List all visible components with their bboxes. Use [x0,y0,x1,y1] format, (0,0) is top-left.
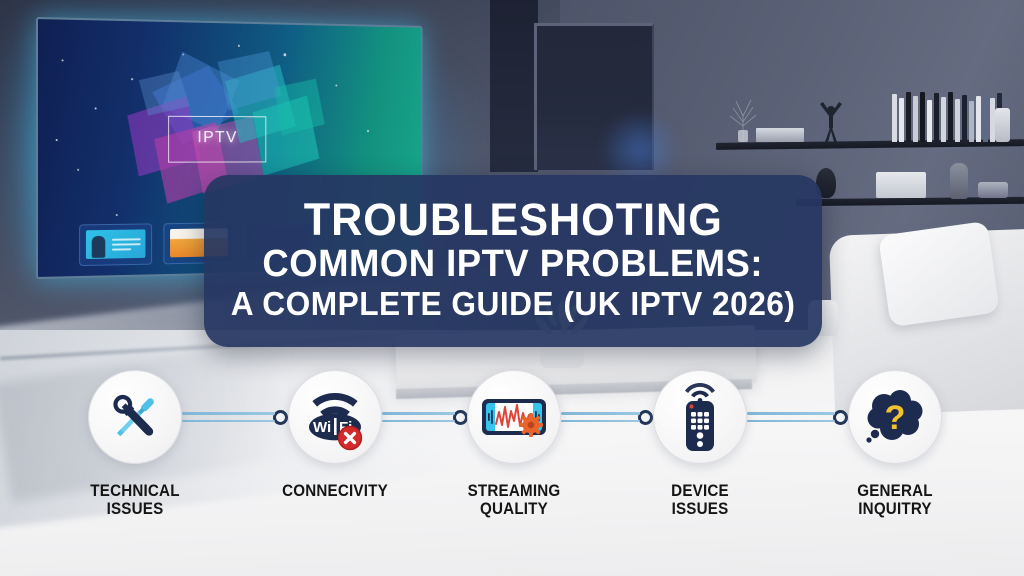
step-technical-issues[interactable]: TECHNICAL ISSUES [88,370,182,518]
connector-node [833,409,848,425]
figurine-statue [818,98,844,142]
connector-3 [561,409,653,425]
step-label-line1: GENERAL [857,482,933,500]
step-bubble[interactable]: ? [848,370,942,464]
decor-bowl [978,182,1008,198]
step-label-line2: INQUITRY [858,500,932,519]
connector-line [561,410,640,424]
connector-node [453,409,468,425]
question-thought-icon: ? [866,390,923,443]
speaker-box [876,172,926,198]
step-label: TECHNICAL ISSUES [48,482,223,519]
step-label: CONNECIVITY [248,482,423,500]
connector-node [638,409,653,425]
connector-2 [382,409,468,425]
connector-node [273,409,288,425]
step-label-line2: ISSUES [671,500,729,519]
step-label-line1: STREAMING [467,482,561,500]
step-device-issues[interactable]: DEVICE ISSUES [653,370,747,518]
svg-text:Wi: Wi [313,419,331,436]
stacked-books [756,128,804,142]
connector-line [747,410,835,424]
streaming-quality-icon [482,399,546,437]
connector-1 [182,409,288,425]
tools-icon [113,394,154,437]
tall-vase [950,163,968,199]
step-general-inquiry[interactable]: ? GENERAL INQUITRY [848,370,942,518]
remote-control-icon [685,383,715,451]
step-label: DEVICE ISSUES [613,482,788,519]
svg-text:?: ? [885,399,906,437]
connector-line [182,410,275,424]
step-bubble[interactable] [88,370,182,464]
white-cylinder [995,108,1010,142]
step-streaming-quality[interactable]: STREAMING QUALITY [467,370,561,518]
connector-4 [747,409,848,425]
step-label: STREAMING QUALITY [427,482,602,519]
step-label-line1: DEVICE [671,482,729,500]
step-connectivity[interactable]: Wi Fi CONNECIVITY [282,370,388,500]
small-dark-vase [816,168,836,198]
wifi-error-icon: Wi Fi [309,393,363,451]
twig-vase [726,92,760,142]
book-row [892,92,1002,142]
iptv-logo-text: IPTV [197,127,238,147]
title-line-3: A COMPLETE GUIDE (UK IPTV 2026) [230,284,796,322]
title-line-1: TROUBLESHOTING [303,194,723,246]
step-label-line1: CONNECIVITY [282,482,388,500]
television-screen: IPTV [36,17,423,279]
step-bubble[interactable]: Wi Fi [288,370,382,464]
sofa-cushion [878,220,1000,328]
step-label: GENERAL INQUITRY [808,482,983,519]
connector-line [382,410,455,424]
steps-flow: TECHNICAL ISSUES Wi Fi [0,370,1024,570]
step-label-line2: QUALITY [480,500,548,519]
step-bubble[interactable] [653,370,747,464]
step-label-line2: ISSUES [106,500,164,519]
title-line-2: COMMON IPTV PROBLEMS: [262,243,764,286]
wall-dark-column [490,0,538,172]
step-label-line1: TECHNICAL [90,482,180,500]
step-bubble[interactable] [467,370,561,464]
title-banner: TROUBLESHOTING COMMON IPTV PROBLEMS: A C… [204,175,822,347]
tv-thumbnail-card [79,223,153,267]
tv-abstract-graphic [127,50,325,204]
